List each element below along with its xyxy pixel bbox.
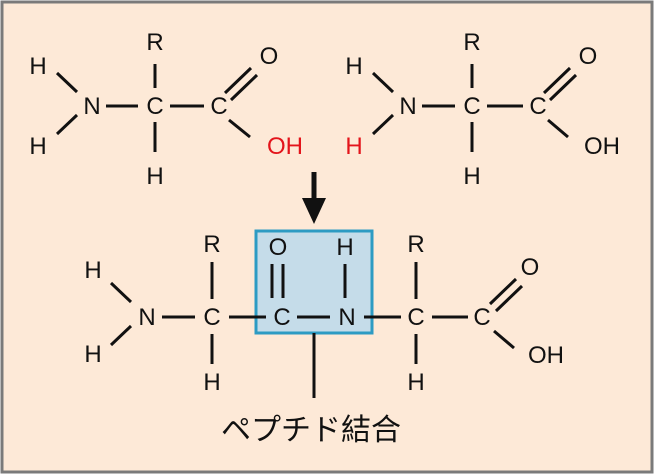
bond-h-n-bottom bbox=[371, 113, 395, 136]
atom-c: C bbox=[203, 304, 220, 331]
atom-n: N bbox=[338, 304, 355, 331]
arrow-head bbox=[302, 198, 326, 224]
atom-c: C bbox=[463, 93, 480, 120]
atom-r: R bbox=[203, 231, 220, 258]
atom-n: N bbox=[83, 93, 100, 120]
atom-h-removed: H bbox=[345, 133, 362, 160]
bond-h-n-bottom bbox=[55, 113, 79, 136]
atom-h: H bbox=[84, 257, 101, 284]
amino-acid-2 bbox=[371, 64, 578, 152]
atom-h: H bbox=[84, 341, 101, 368]
atom-c: C bbox=[273, 304, 290, 331]
atom-oh-removed: OH bbox=[267, 133, 303, 160]
atom-h: H bbox=[146, 163, 163, 190]
bond-c-oh bbox=[547, 118, 569, 139]
bond-c-o-double-b bbox=[494, 284, 524, 313]
bond-h-n-top bbox=[371, 71, 395, 94]
peptide-bond-caption: ペプチド結合 bbox=[221, 413, 401, 448]
bond-c-o-double-a bbox=[542, 66, 572, 95]
dipeptide bbox=[109, 262, 524, 398]
bond-h-n-top bbox=[109, 281, 133, 304]
bond-h-n-bottom bbox=[109, 324, 133, 347]
atom-c: C bbox=[407, 304, 424, 331]
amino-acid-1 bbox=[55, 64, 259, 152]
bond-c-o-double-b bbox=[548, 73, 578, 102]
atom-c: C bbox=[529, 93, 546, 120]
bond-c-oh bbox=[493, 329, 515, 350]
bond-c-o-double-b bbox=[229, 73, 259, 102]
atom-c: C bbox=[210, 93, 227, 120]
atom-o: O bbox=[260, 43, 279, 70]
atom-n: N bbox=[399, 93, 416, 120]
atom-r: R bbox=[407, 231, 424, 258]
bond-c-o-double-a bbox=[223, 66, 253, 95]
atom-o: O bbox=[269, 234, 288, 261]
atom-oh: OH bbox=[528, 342, 564, 369]
atom-h: H bbox=[463, 163, 480, 190]
atom-h: H bbox=[407, 369, 424, 396]
atom-o: O bbox=[579, 43, 598, 70]
atom-c: C bbox=[473, 304, 490, 331]
atom-r: R bbox=[146, 29, 163, 56]
bond-h-n-top bbox=[55, 71, 79, 94]
dipeptide-atoms: H H N R C H O C H N R C H C O OH bbox=[84, 231, 564, 396]
atom-h: H bbox=[29, 53, 46, 80]
atom-h: H bbox=[29, 133, 46, 160]
amino-acid-2-atoms: H H N R C H C O OH bbox=[345, 29, 620, 190]
atom-c: C bbox=[146, 93, 163, 120]
bond-c-o-double-a bbox=[488, 277, 518, 306]
atom-o: O bbox=[521, 254, 540, 281]
atom-oh: OH bbox=[584, 133, 620, 160]
atom-n: N bbox=[138, 304, 155, 331]
bond-c-oh bbox=[228, 118, 251, 139]
atom-h: H bbox=[336, 234, 353, 261]
atom-h: H bbox=[345, 53, 362, 80]
atom-r: R bbox=[463, 29, 480, 56]
reaction-arrow bbox=[302, 172, 326, 224]
atom-h: H bbox=[203, 369, 220, 396]
amino-acid-1-atoms: H H N R C H C O OH bbox=[29, 29, 303, 190]
